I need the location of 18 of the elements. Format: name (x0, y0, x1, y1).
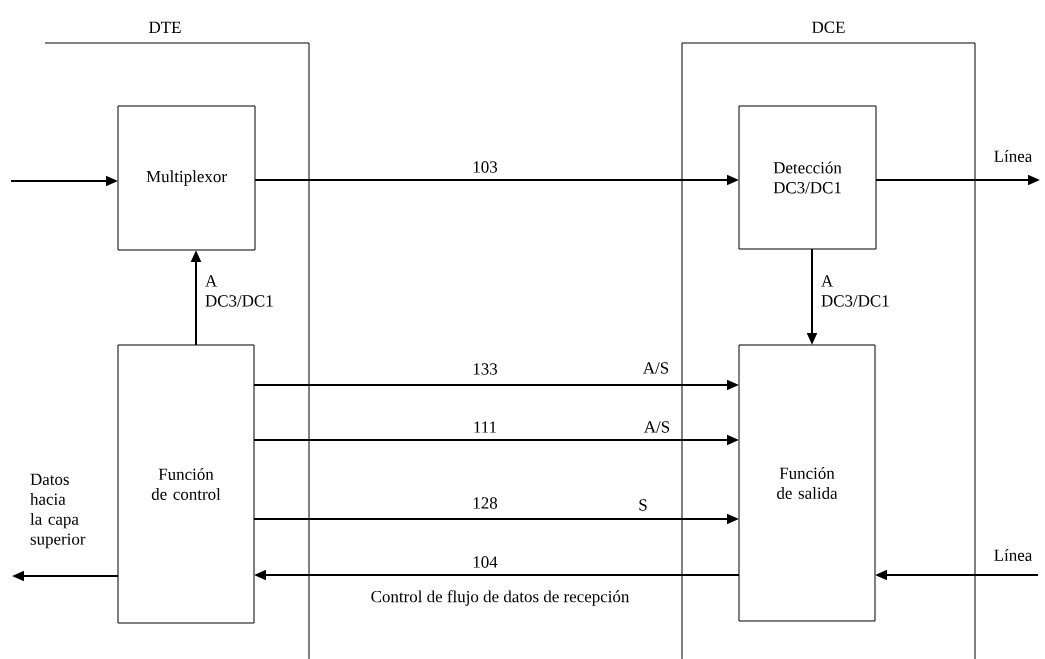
edge-label: 111 (474, 421, 497, 433)
signal-label: A/S (644, 421, 670, 433)
edge-label: A DC3/DC1 (205, 275, 273, 307)
edge-label: 128 (473, 497, 498, 509)
process-box: Función de salida (738, 344, 876, 622)
process-box: Detección DC3/DC1 (738, 105, 877, 250)
edge-label: A DC3/DC1 (821, 275, 889, 307)
edge-label: Línea (994, 150, 1033, 162)
signal-label: Control de flujo de datos de recepción (371, 590, 630, 606)
process-box: Función de control (117, 344, 255, 624)
edge-label: Datos hacia la capa superior (30, 473, 86, 549)
edge-label: 133 (473, 363, 498, 375)
signal-label: S (639, 499, 647, 511)
edge-label: 103 (473, 161, 498, 173)
edge-label: 104 (473, 556, 498, 568)
process-box: Multiplexor (117, 105, 256, 251)
signal-label: A/S (643, 362, 669, 374)
edge-label: Línea (994, 549, 1033, 561)
